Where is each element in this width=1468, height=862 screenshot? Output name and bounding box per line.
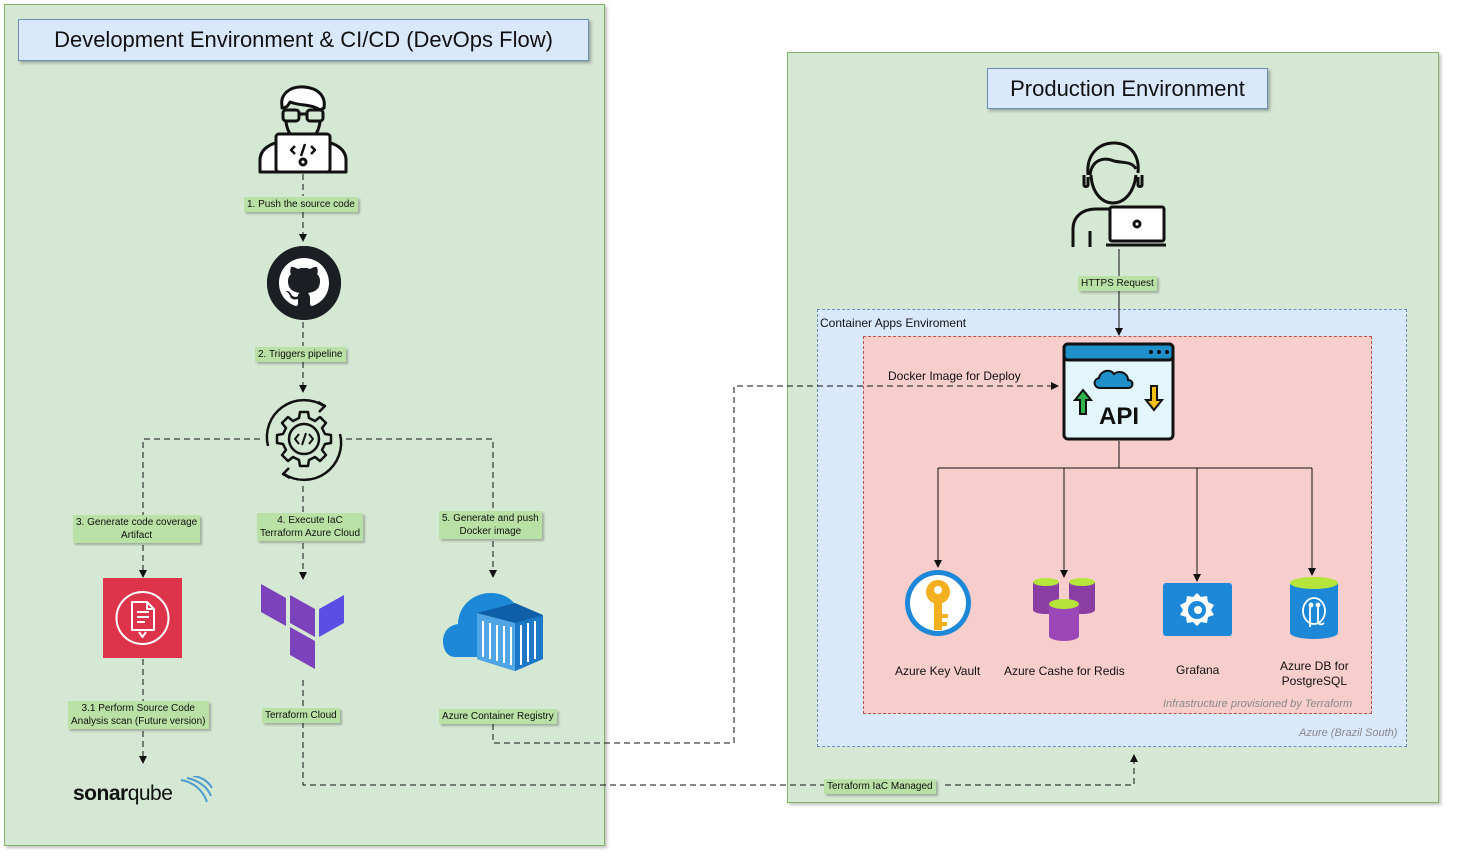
container-registry-label: Azure Container Registry bbox=[439, 709, 557, 724]
docker-deploy-label: Docker Image for Deploy bbox=[888, 369, 1021, 383]
prod-environment-title: Production Environment bbox=[987, 68, 1268, 109]
infra-note: Infrastructure provisioned by Terraform bbox=[1163, 698, 1353, 710]
developer-icon bbox=[258, 85, 348, 174]
key-vault-label: Azure Key Vault bbox=[895, 664, 981, 678]
step-docker-image: 5. Generate and push Docker image bbox=[439, 511, 542, 539]
api-window-icon: API bbox=[1062, 342, 1175, 441]
step-code-coverage: 3. Generate code coverage Artifact bbox=[73, 515, 201, 543]
step-source-code-scan: 3.1 Perform Source Code Analysis scan (F… bbox=[68, 701, 209, 729]
container-apps-env-label: Container Apps Enviroment bbox=[820, 316, 967, 330]
step-triggers-pipeline: 2. Triggers pipeline bbox=[255, 347, 346, 362]
terraform-iac-managed-label: Terraform IaC Managed bbox=[824, 779, 936, 794]
pipeline-gear-icon bbox=[265, 398, 343, 482]
step-push-source: 1. Push the source code bbox=[244, 197, 358, 212]
terraform-icon bbox=[261, 584, 344, 669]
azure-region-note: Azure (Brazil South) bbox=[1299, 727, 1398, 739]
postgres-label: Azure DB for PostgreSQL bbox=[1280, 659, 1349, 688]
grafana-icon bbox=[1163, 583, 1232, 636]
api-text: API bbox=[1099, 403, 1139, 430]
user-laptop-icon bbox=[1071, 141, 1166, 247]
dev-environment-title: Development Environment & CI/CD (DevOps … bbox=[18, 19, 589, 61]
redis-label: Azure Cashe for Redis bbox=[1004, 664, 1125, 678]
terraform-cloud-label: Terraform Cloud bbox=[262, 708, 340, 723]
code-coverage-artifact-icon bbox=[103, 578, 182, 658]
sonar-waves-icon bbox=[180, 776, 213, 803]
redis-cache-icon bbox=[1033, 578, 1095, 641]
step-execute-iac: 4. Execute IaC Terraform Azure Cloud bbox=[257, 513, 364, 541]
postgresql-db-icon bbox=[1290, 577, 1338, 639]
github-icon bbox=[267, 246, 341, 320]
grafana-label: Grafana bbox=[1176, 663, 1220, 677]
sonarqube-logo: sonarqube bbox=[73, 776, 213, 812]
https-request-label: HTTPS Request bbox=[1078, 276, 1157, 291]
container-registry-icon bbox=[443, 593, 543, 671]
key-vault-icon bbox=[905, 570, 971, 636]
